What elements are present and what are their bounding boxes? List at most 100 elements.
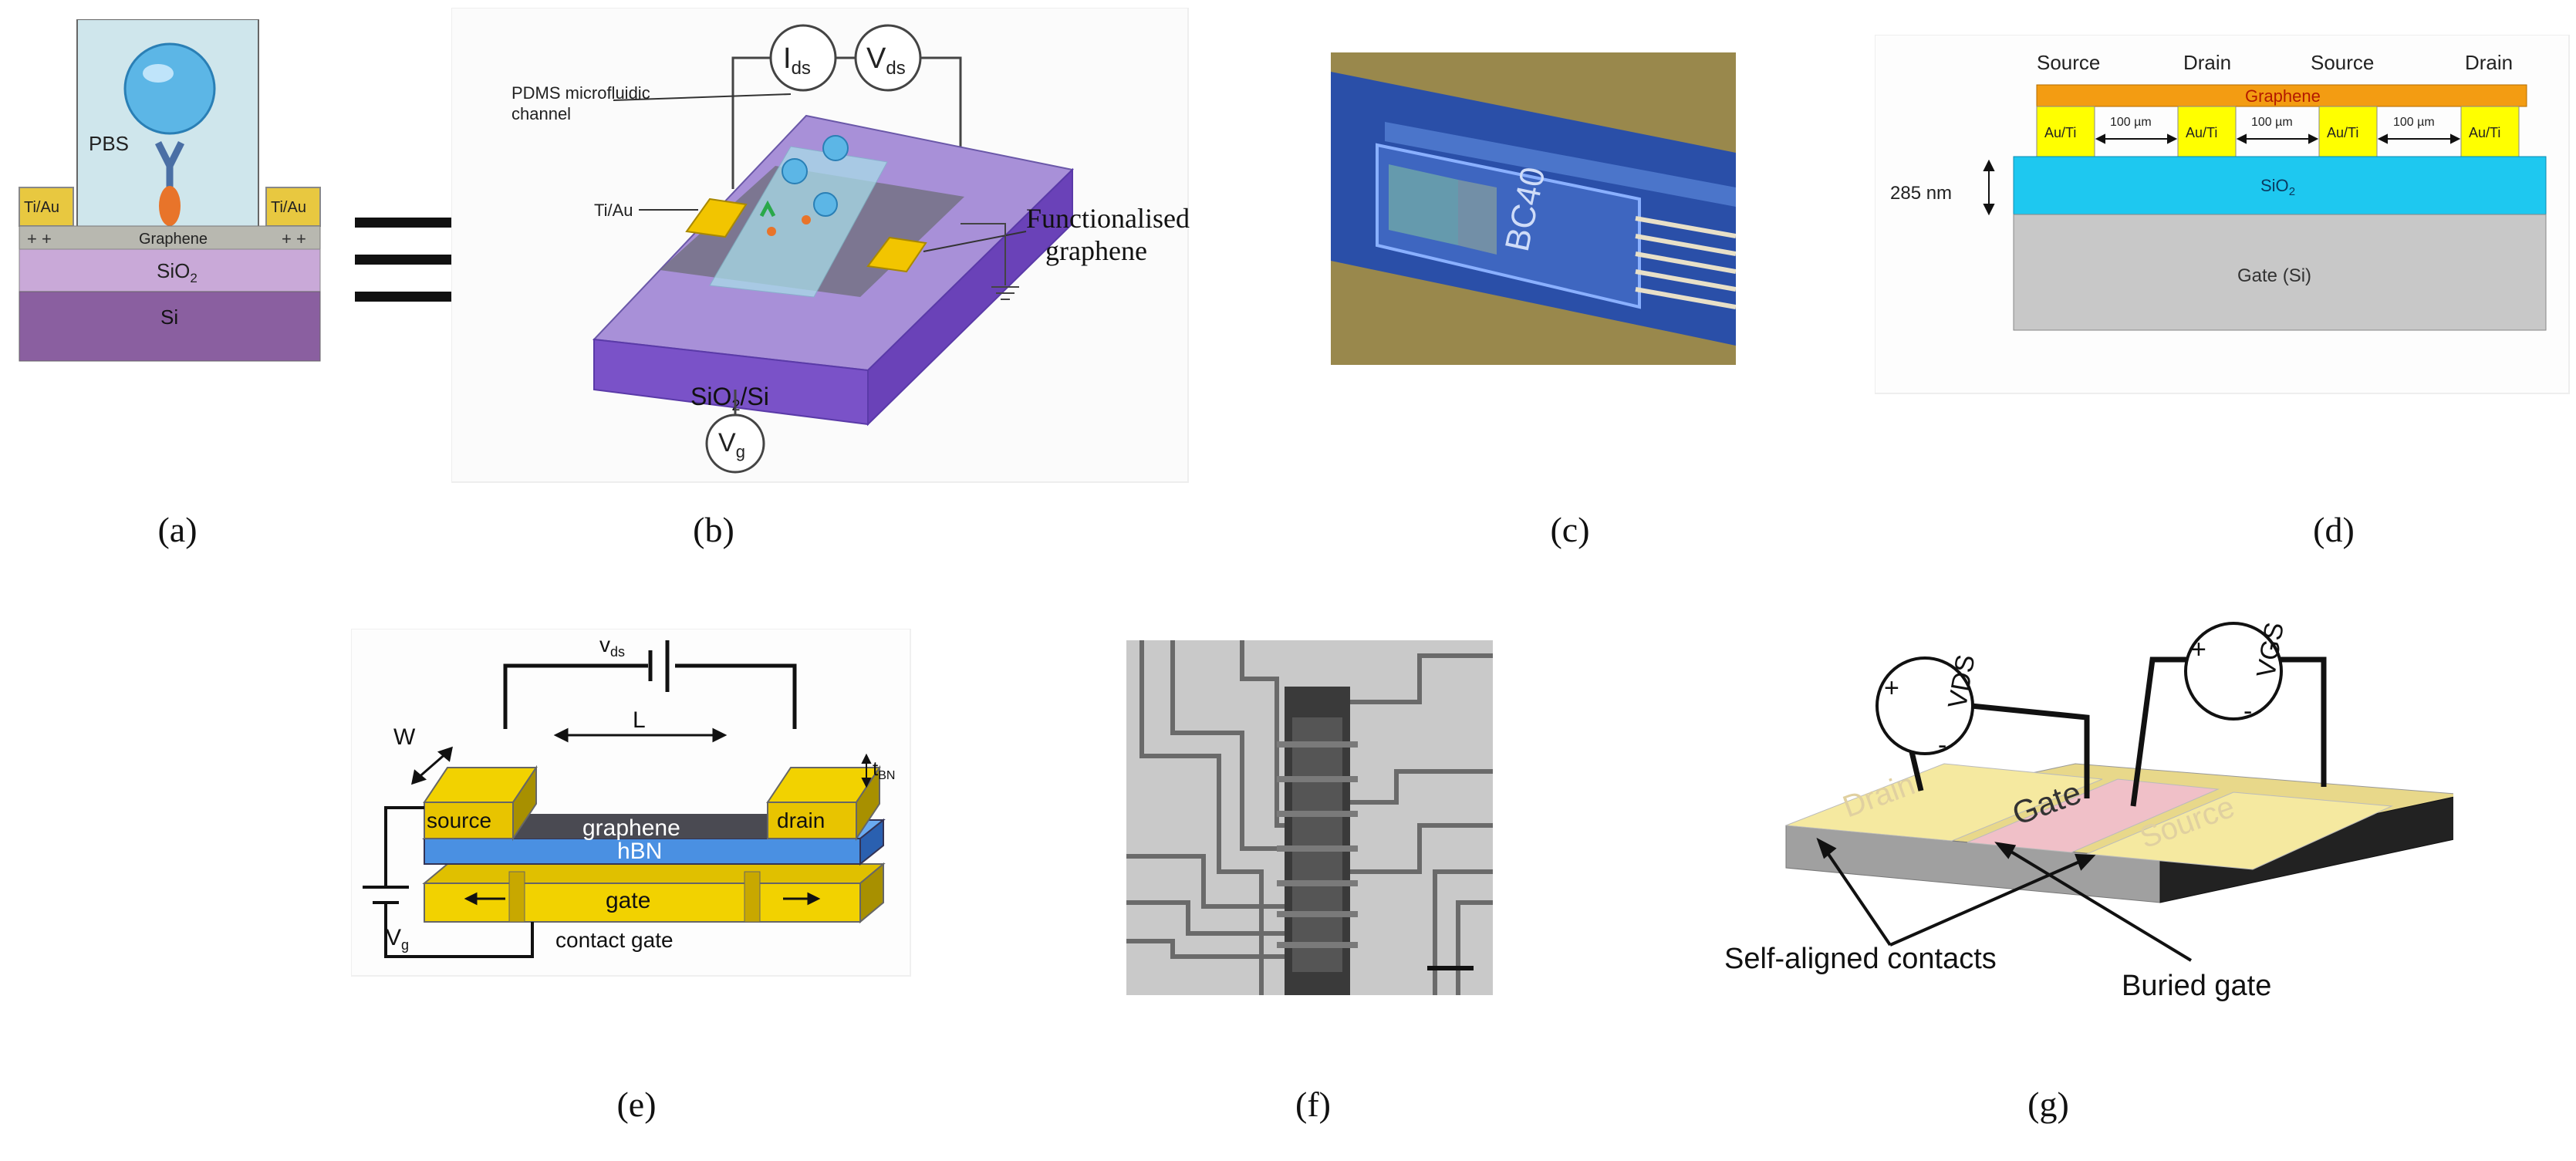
panel-c-photo: BC40 bbox=[1331, 52, 1736, 365]
caption-g: (g) bbox=[2027, 1085, 2069, 1124]
width-arrow bbox=[411, 746, 453, 785]
source-contact bbox=[2086, 791, 2393, 870]
caption-c: (c) bbox=[1550, 510, 1590, 549]
hbn-layer bbox=[424, 838, 861, 865]
source1-label: Source bbox=[2037, 51, 2100, 74]
microfluidic-channel bbox=[709, 146, 888, 298]
analyte-sphere bbox=[782, 158, 808, 184]
drain-contact bbox=[1785, 763, 2103, 842]
panel-d-diagram: Source Drain Source Drain Graphene Au/Ti… bbox=[1875, 35, 2570, 394]
sio2-label: SiO2 bbox=[2260, 176, 2295, 198]
sio2-label: SiO2 bbox=[157, 259, 198, 285]
tiau-left-electrode bbox=[685, 197, 748, 238]
sio2-layer bbox=[2013, 156, 2547, 215]
tiau-right-label: Ti/Au bbox=[271, 199, 306, 216]
callout-arrows bbox=[1816, 837, 2193, 962]
drain2-label: Drain bbox=[2465, 51, 2513, 74]
finger-contacts bbox=[1277, 741, 1358, 948]
self-aligned-label: Self-aligned contacts bbox=[1724, 943, 1997, 975]
vds-label: vds bbox=[599, 633, 625, 660]
gate-label: gate bbox=[606, 888, 650, 913]
gate-contact bbox=[1967, 778, 2220, 853]
panel-g-diagram: Drain Gate Source VDS + - VGS + - Self-a… bbox=[1724, 620, 2453, 1002]
caption-a: (a) bbox=[157, 510, 198, 549]
charge-marks: + + bbox=[282, 229, 306, 248]
graphene-strip bbox=[2036, 84, 2527, 107]
pbs-label: PBS bbox=[89, 132, 129, 155]
vds-label: Vds bbox=[866, 42, 906, 79]
auti1-label: Au/Ti bbox=[2044, 125, 2076, 140]
vds-minus: - bbox=[1938, 731, 1946, 760]
caption-f: (f) bbox=[1295, 1085, 1331, 1124]
drain-contact bbox=[767, 802, 857, 839]
ground-symbol bbox=[991, 286, 1019, 300]
vgs-plus: + bbox=[2191, 635, 2206, 664]
gate-block bbox=[424, 883, 861, 923]
source2-label: Source bbox=[2311, 51, 2374, 74]
panel-a-diagram: PBS Ti/Au Ti/Au Graphene + + + + SiO2 Si bbox=[19, 19, 321, 362]
gate-label: Gate (Si) bbox=[2237, 265, 2311, 286]
auti3-label: Au/Ti bbox=[2327, 125, 2358, 140]
caption-b: (b) bbox=[693, 510, 734, 549]
auti-contacts bbox=[2036, 106, 2520, 157]
analyte-sphere bbox=[123, 42, 216, 135]
vg-label: Vg bbox=[386, 925, 409, 953]
buried-gate-label: Buried gate bbox=[2122, 970, 2271, 1002]
sio2-layer bbox=[19, 248, 321, 292]
tbn-arrow bbox=[861, 753, 872, 788]
source-label: source bbox=[427, 808, 491, 832]
graphene-label: Graphene bbox=[139, 231, 208, 248]
drain1-label: Drain bbox=[2183, 51, 2231, 74]
gap-arrows bbox=[2095, 133, 2461, 144]
sphere-highlight bbox=[143, 64, 174, 83]
vds-plus: + bbox=[1884, 673, 1899, 703]
gate-layer bbox=[2013, 214, 2547, 331]
length-arrow bbox=[553, 727, 728, 743]
panel-e-diagram: vds L W gate hBN graphene so bbox=[351, 629, 911, 977]
length-label: L bbox=[633, 707, 646, 733]
width-label: W bbox=[393, 724, 416, 750]
graphene-layer bbox=[19, 225, 321, 250]
linker bbox=[159, 186, 181, 226]
auti4-label: Au/Ti bbox=[2469, 125, 2500, 140]
gap1-label: 100 µm bbox=[2110, 116, 2152, 129]
tiau-left-label: Ti/Au bbox=[24, 199, 59, 216]
ids-label: Ids bbox=[783, 42, 811, 79]
gap3-label: 100 µm bbox=[2393, 116, 2435, 129]
contact-gate-label: contact gate bbox=[555, 928, 674, 952]
vg-label: Vg bbox=[718, 428, 745, 461]
linker bbox=[767, 227, 776, 236]
vgs-minus: - bbox=[2243, 697, 2252, 726]
thickness-arrow bbox=[1983, 159, 1995, 216]
gate-arrows bbox=[464, 892, 821, 906]
analyte-sphere bbox=[813, 192, 838, 217]
hbn-label: hBN bbox=[617, 839, 662, 864]
source-contact bbox=[424, 802, 514, 839]
substrate-label: SiO2/Si bbox=[690, 383, 769, 414]
vds-meter bbox=[1875, 656, 1974, 755]
graphene-label: graphene bbox=[582, 815, 680, 841]
caption-d: (d) bbox=[2313, 510, 2355, 549]
si-label: Si bbox=[160, 305, 178, 329]
substrate-side bbox=[867, 167, 1073, 427]
auti2-label: Au/Ti bbox=[2186, 125, 2217, 140]
gap2-label: 100 µm bbox=[2251, 116, 2293, 129]
sensing-area bbox=[1389, 164, 1458, 245]
tiau-right-electrode bbox=[866, 236, 927, 273]
si-layer bbox=[19, 291, 321, 362]
vds-label: VDS bbox=[1943, 653, 1981, 710]
contact-stripes bbox=[1635, 216, 1736, 309]
caption-e: (e) bbox=[616, 1085, 657, 1124]
graphene-label: Graphene bbox=[2245, 86, 2321, 106]
antibody bbox=[759, 200, 776, 218]
linker bbox=[802, 215, 811, 224]
vg-meter bbox=[705, 413, 765, 474]
graphene-channel bbox=[513, 814, 768, 839]
analyte-sphere bbox=[822, 135, 849, 161]
tiau-label: Ti/Au bbox=[594, 201, 633, 220]
tiau-right-pad bbox=[265, 187, 321, 227]
panel-b-diagram: Ids Vds SiO2/Si PDMS microfluidicchannel… bbox=[451, 8, 1190, 483]
